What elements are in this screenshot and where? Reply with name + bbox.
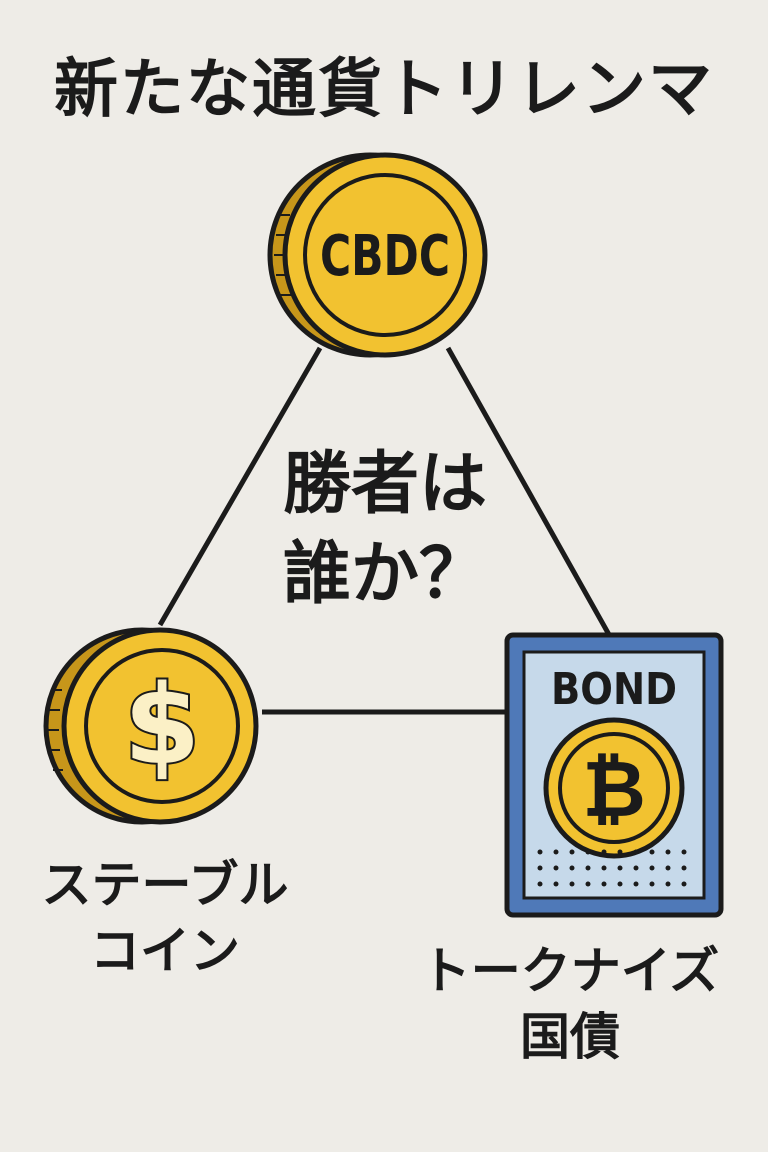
triangle-edges [157,346,615,715]
tokenized-bond-label-line-2: 国債 [520,1008,620,1066]
stablecoin-label: ステーブル コイン [10,852,320,984]
bond-card-text: BOND [551,664,677,715]
tokenized-bond-label-line-1: トークナイズ [420,942,720,1000]
tokenized-bond-card: BOND ₿ [504,632,724,918]
center-question-line-1: 勝者は [282,445,487,524]
stablecoin-label-line-1: ステーブル [41,856,289,914]
center-question-line-2: 誰か？ [282,535,487,614]
dollar-icon: $ [124,661,201,789]
edge-cbdc-stablecoin [157,346,323,627]
stablecoin-label-line-2: コイン [90,922,240,980]
bond-dot-pattern [537,849,687,887]
center-question: 勝者は 誰か？ [230,440,540,620]
tokenized-bond-label: トークナイズ 国債 [400,938,740,1070]
page-title: 新たな通貨トリレンマ [54,53,714,127]
stablecoin-coin: $ [43,627,259,825]
edge-cbdc-bond [445,346,615,642]
cbdc-coin: CBDC [267,152,488,358]
bitcoin-icon: ₿ [582,745,646,835]
cbdc-coin-text: CBDC [320,224,450,289]
